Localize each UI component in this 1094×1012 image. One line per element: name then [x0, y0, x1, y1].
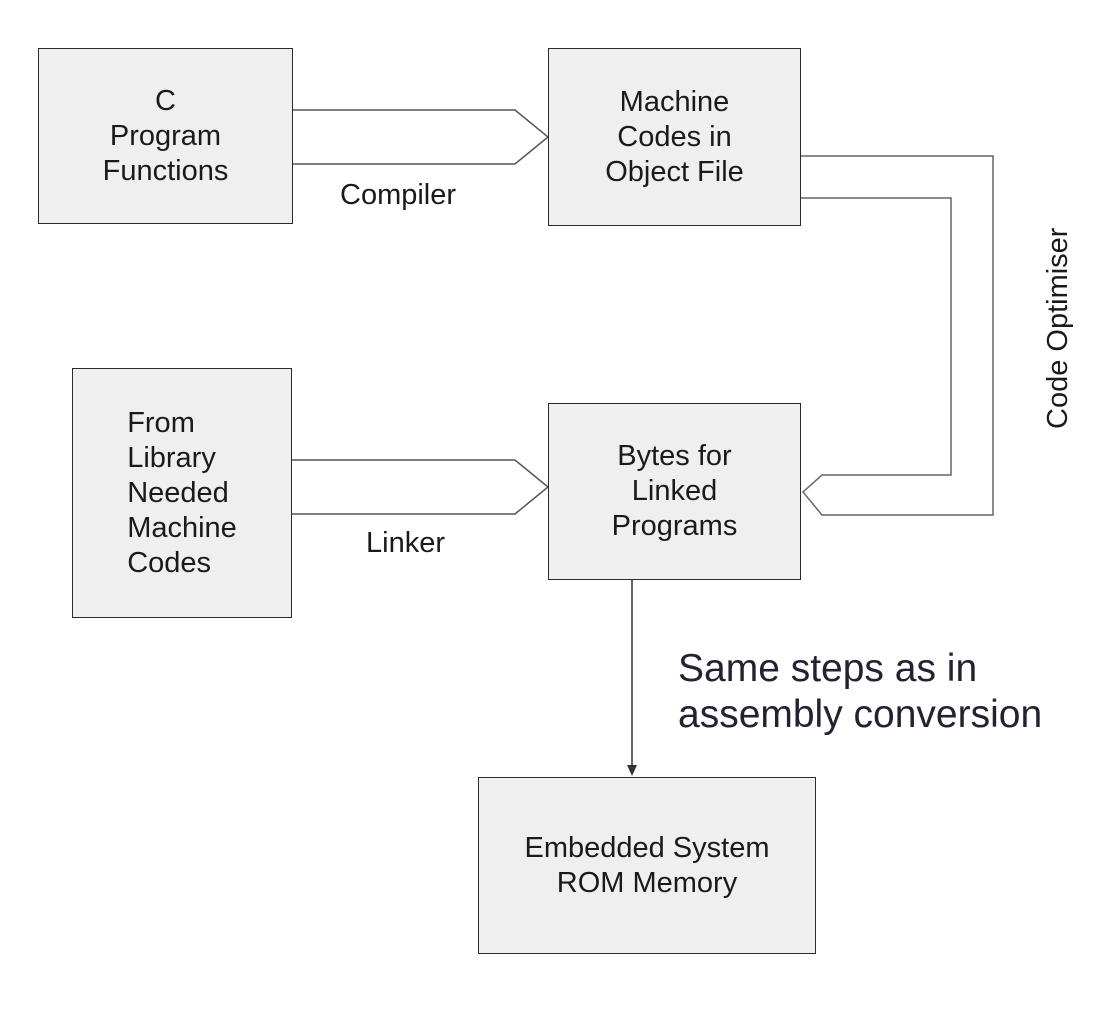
linked-programs-text: Bytes for Linked Programs [611, 440, 738, 542]
c-program-text: C Program Functions [102, 84, 229, 187]
object-file-box: Machine Codes in Object File [548, 48, 801, 226]
code-optimiser-label: Code Optimiser [1042, 227, 1074, 429]
linker-arrow [290, 459, 550, 515]
rom-memory-box: Embedded System ROM Memory [478, 777, 816, 954]
compiler-arrow [292, 109, 550, 165]
library-box: From Library Needed Machine Codes [72, 368, 292, 618]
linker-label: Linker [366, 527, 445, 559]
same-steps-note: Same steps as in assembly conversion [678, 647, 1043, 736]
rom-arrow-head [627, 765, 637, 776]
rom-memory-text: Embedded System ROM Memory [524, 831, 770, 899]
object-file-text: Machine Codes in Object File [605, 85, 744, 188]
library-text: From Library Needed Machine Codes [127, 406, 237, 579]
code-optimiser-arrow [800, 155, 994, 516]
compiler-label: Compiler [340, 179, 457, 211]
c-program-box: C Program Functions [38, 48, 293, 224]
linked-programs-box: Bytes for Linked Programs [548, 403, 801, 580]
